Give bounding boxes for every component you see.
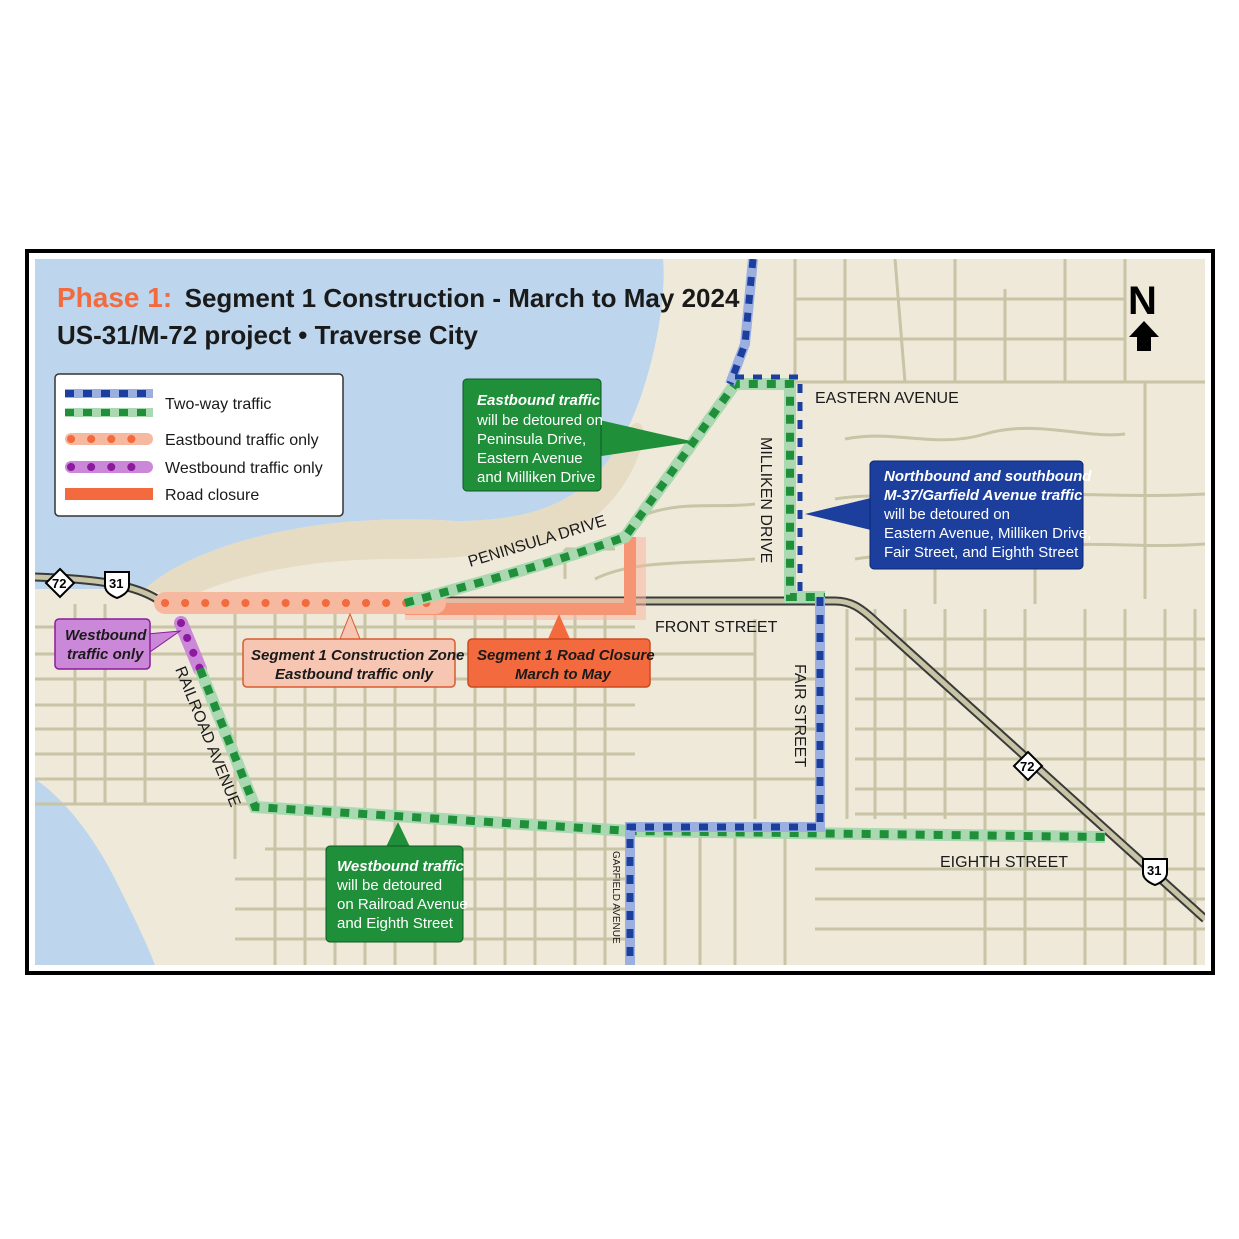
callout-eastbound-detour-title: Eastbound traffic bbox=[477, 392, 601, 409]
callout-garfield-detour: Northbound and southbound M-37/Garfield … bbox=[805, 460, 1092, 570]
title-main: Segment 1 Construction - March to May 20… bbox=[185, 283, 740, 313]
north-label: N bbox=[1128, 279, 1157, 323]
svg-text:31: 31 bbox=[1147, 863, 1161, 878]
callout-garfield-line1: will be detoured on bbox=[883, 506, 1010, 523]
callout-westbound-detour-line1: will be detoured bbox=[336, 877, 442, 894]
m72-shield-east: 72 bbox=[1012, 750, 1044, 782]
svg-text:72: 72 bbox=[1020, 759, 1034, 774]
label-fair-street: FAIR STREET bbox=[791, 664, 808, 767]
callout-construction-zone-1: Segment 1 Construction Zone bbox=[251, 647, 464, 664]
label-garfield-avenue: GARFIELD AVENUE bbox=[610, 851, 621, 944]
label-eighth-street: EIGHTH STREET bbox=[940, 854, 1068, 871]
callout-garfield-line2: Eastern Avenue, Milliken Drive, bbox=[884, 525, 1091, 542]
callout-garfield-title-1: Northbound and southbound bbox=[884, 468, 1092, 485]
label-front-street: FRONT STREET bbox=[655, 619, 778, 636]
callout-road-closure-1: Segment 1 Road Closure bbox=[477, 647, 655, 664]
callout-westbound-only-2: traffic only bbox=[67, 646, 144, 663]
north-arrow-icon bbox=[1129, 321, 1159, 351]
map: EASTERN AVENUE MILLIKEN DRIVE PENINSULA … bbox=[35, 259, 1205, 965]
callout-westbound-detour-line2: on Railroad Avenue bbox=[337, 896, 468, 913]
westbound-detour-route-dash bbox=[196, 667, 1106, 841]
title-subtitle: US-31/M-72 project • Traverse City bbox=[57, 320, 478, 350]
callout-westbound-only-1: Westbound bbox=[65, 627, 147, 644]
legend-road-closure: Road closure bbox=[165, 487, 259, 504]
callout-eastbound-detour-line1: will be detoured on bbox=[476, 412, 603, 429]
title-line-1: Phase 1: Segment 1 Construction - March … bbox=[57, 282, 740, 313]
callout-westbound-detour-title: Westbound traffic bbox=[337, 858, 465, 875]
callout-road-closure-2: March to May bbox=[515, 666, 612, 683]
us31-shield-east: 31 bbox=[1142, 858, 1168, 887]
callout-westbound-only: Westbound traffic only bbox=[54, 618, 182, 670]
us31-shield-west: 31 bbox=[104, 571, 130, 600]
boardman-lake bbox=[35, 779, 155, 965]
svg-text:72: 72 bbox=[52, 576, 66, 591]
label-milliken-drive: MILLIKEN DRIVE bbox=[757, 437, 774, 563]
callout-eastbound-detour-line2: Peninsula Drive, bbox=[477, 431, 586, 448]
westbound-only-band bbox=[174, 616, 207, 676]
legend-westbound: Westbound traffic only bbox=[165, 460, 323, 477]
legend-two-way: Two-way traffic bbox=[165, 396, 271, 413]
m72-shield-west: 72 bbox=[44, 567, 76, 599]
callout-eastbound-detour-line3: Eastern Avenue bbox=[477, 450, 583, 467]
road-closure-shade bbox=[405, 537, 646, 620]
callout-road-closure: Segment 1 Road Closure March to May bbox=[467, 614, 655, 688]
beach bbox=[145, 422, 645, 599]
eastbound-detour-route-dash bbox=[403, 380, 825, 607]
legend: Two-way traffic Eastbound traffic only W… bbox=[54, 373, 344, 517]
title-phase: Phase 1: bbox=[57, 282, 172, 313]
callout-eastbound-detour: Eastbound traffic will be detoured on Pe… bbox=[462, 378, 695, 492]
callout-construction-zone: Segment 1 Construction Zone Eastbound tr… bbox=[242, 612, 464, 688]
callout-westbound-detour-line3: and Eighth Street bbox=[337, 915, 454, 932]
callout-garfield-title-2: M-37/Garfield Avenue traffic bbox=[884, 487, 1083, 504]
eastern-milliken-blue bbox=[735, 374, 803, 597]
callout-eastbound-detour-line4: and Milliken Drive bbox=[477, 469, 595, 486]
north-arrow: N bbox=[1128, 279, 1159, 351]
callout-construction-zone-2: Eastbound traffic only bbox=[275, 666, 434, 683]
callout-garfield-line3: Fair Street, and Eighth Street bbox=[884, 544, 1079, 561]
callout-westbound-detour: Westbound traffic will be detoured on Ra… bbox=[325, 822, 468, 943]
legend-eastbound: Eastbound traffic only bbox=[165, 432, 319, 449]
fair-street-route-dash bbox=[626, 597, 824, 965]
garfield-north-route-dash bbox=[726, 259, 757, 386]
svg-text:31: 31 bbox=[109, 576, 123, 591]
label-eastern-avenue: EASTERN AVENUE bbox=[815, 390, 959, 407]
